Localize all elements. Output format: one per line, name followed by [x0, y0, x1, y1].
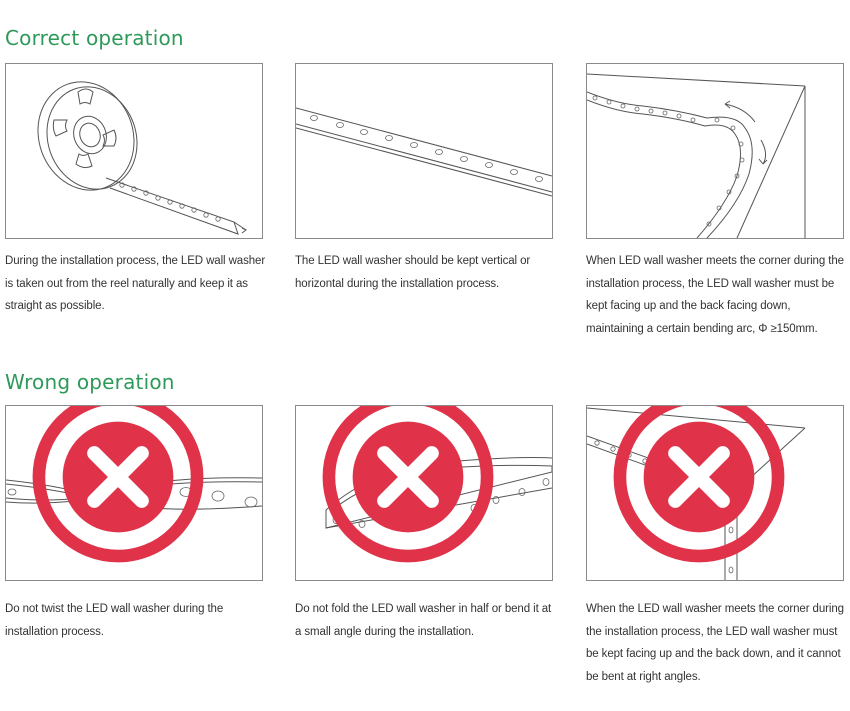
- right-angle-panel: [586, 405, 844, 581]
- fold-caption: Do not fold the LED wall washer in half …: [295, 603, 552, 638]
- wrong-x-icon: [32, 406, 204, 563]
- correct-operation-heading: Correct operation: [5, 26, 184, 50]
- reel-caption: During the installation process, the LED…: [5, 255, 266, 312]
- corner-bend-panel: [586, 63, 844, 239]
- twist-caption: Do not twist the LED wall washer during …: [5, 603, 224, 638]
- straight-strip-illustration: [296, 107, 552, 197]
- corner-bend-caption: When LED wall washer meets the corner du…: [586, 255, 844, 335]
- wrong-operation-heading: Wrong operation: [5, 370, 175, 394]
- straight-strip-panel: [295, 63, 553, 239]
- corner-bend-illustration: [587, 73, 806, 238]
- reel-illustration: [37, 81, 247, 235]
- wrong-x-icon: [613, 406, 785, 563]
- fold-panel: [295, 405, 553, 581]
- reel-illustration-panel: [5, 63, 263, 239]
- wrong-x-icon: [322, 406, 494, 563]
- twist-panel: [5, 405, 263, 581]
- straight-caption: The LED wall washer should be kept verti…: [295, 255, 531, 290]
- right-angle-caption: When the LED wall washer meets the corne…: [586, 603, 844, 683]
